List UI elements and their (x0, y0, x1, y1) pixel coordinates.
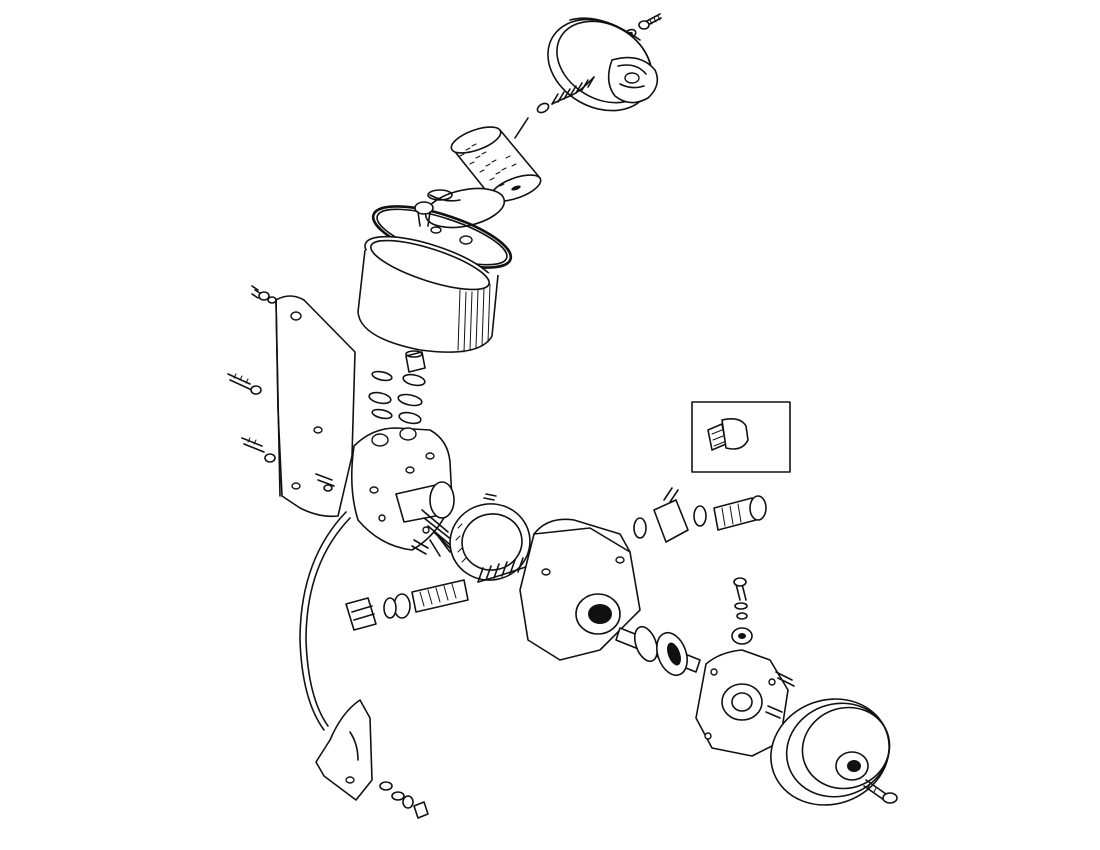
hose-pipe (299, 511, 351, 731)
filter-element (450, 117, 542, 202)
support-strap (315, 699, 373, 801)
outlet-union (633, 487, 707, 543)
rotor-assembly (395, 481, 459, 557)
cover-studs (733, 577, 795, 719)
reservoir-bowl (357, 235, 499, 353)
nipple (405, 350, 426, 373)
pulley-nut-bolt (863, 779, 898, 804)
valve-plug (345, 597, 377, 631)
strap-nut-washers (379, 781, 429, 819)
pump-body (519, 518, 641, 661)
relief-spring (536, 76, 595, 114)
bracket-bolts (227, 285, 335, 492)
reservoir-o-ring (371, 201, 513, 269)
inset-fitting (691, 401, 791, 473)
front-cover (695, 627, 789, 757)
filler-cap (607, 56, 659, 104)
banjo-bolt (713, 495, 767, 531)
flow-control-valve (383, 579, 469, 619)
mounting-bracket (275, 295, 356, 518)
shaft-bearing (656, 631, 688, 677)
drive-pulley (770, 698, 891, 806)
reservoir-seal-rings (368, 370, 426, 425)
reservoir-cap-screw (638, 13, 662, 30)
